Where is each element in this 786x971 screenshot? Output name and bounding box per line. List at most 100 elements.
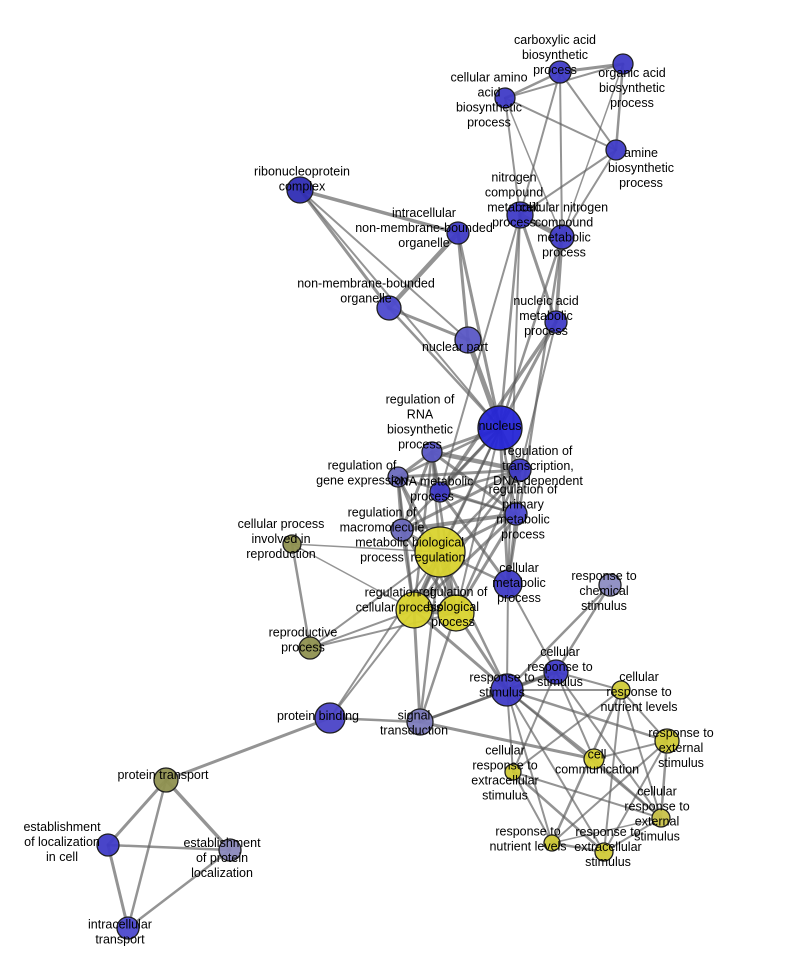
edge-organic-acid-biosynthetic-process--amine-biosynthetic-process [614,62,625,152]
cellular-response-to-nutrient-levels-node[interactable] [611,680,631,700]
establishment-of-protein-localization-node[interactable] [218,838,242,862]
nuclear-part-node[interactable] [454,326,482,354]
edge-regulation-of-primary-metabolic-process--regulation-of-cellular-process [412,512,518,612]
cellular-process-involved-in-reproduction-node[interactable] [282,534,302,554]
edge-non-membrane-bounded-organelle--nuclear-part [387,306,470,342]
rna-metabolic-process-node[interactable] [429,481,451,503]
edge-regulation-of-rna-biosynthetic-process--regulation-of-transcription-dna-dependent [429,449,523,473]
protein-transport-node[interactable] [153,767,179,793]
cell-communication-node[interactable] [583,748,605,770]
edge-regulation-of-cellular-process--protein-binding [329,609,415,719]
edge-intracellular-non-membrane-bounded-organelle--nucleus [456,231,502,430]
cellular-nitrogen-compound-metabolic-process-node[interactable] [549,224,575,250]
edge-cellular-response-to-stimulus--cell-communication [555,671,595,760]
nitrogen-compound-metabolic-process-node[interactable] [506,201,534,229]
biological-regulation-node[interactable] [414,526,466,578]
signal-transduction-node[interactable] [406,708,434,736]
edge-ribonucleoprotein-complex--nuclear-part [299,189,469,341]
edge-regulation-of-cellular-process--response-to-stimulus [412,608,509,692]
intracellular-transport-node[interactable] [116,916,140,940]
nucleus-node[interactable] [477,405,523,451]
edge-cellular-response-to-extracellular-stimulus--response-to-nutrient-levels [512,771,553,844]
edge-establishment-of-localization-in-cell--establishment-of-protein-localization [106,843,232,852]
organic-acid-biosynthetic-process-node[interactable] [612,53,634,75]
edge-response-to-external-stimulus--cellular-response-to-external-stimulus [659,739,669,820]
edge-nitrogen-compound-metabolic-process--nucleic-acid-metabolic-process [518,213,558,324]
cellular-response-to-extracellular-stimulus-node[interactable] [504,763,522,781]
edge-amine-biosynthetic-process--nitrogen-compound-metabolic-process [519,149,617,216]
intracellular-non-membrane-bounded-organelle-node[interactable] [446,221,470,245]
edge-regulation-of-biological-process--reproductive-process [309,612,457,649]
establishment-of-localization-in-cell-node[interactable] [96,833,120,857]
edge-cellular-process-involved-in-reproduction--reproductive-process [290,542,312,650]
response-to-chemical-stimulus-node[interactable] [598,573,622,597]
response-to-external-stimulus-node[interactable] [654,728,680,754]
regulation-of-cellular-process-node[interactable] [395,591,433,629]
edge-intracellular-non-membrane-bounded-organelle--nuclear-part [456,231,470,342]
edge-cellular-response-to-nutrient-levels--cellular-response-to-external-stimulus [620,689,662,819]
edge-regulation-of-transcription-dna-dependent--rna-metabolic-process [438,468,522,494]
edge-regulation-of-rna-biosynthetic-process--regulation-of-macromolecule-metabolic-process [400,450,434,532]
cellular-response-to-stimulus-node[interactable] [543,659,569,685]
edge-protein-transport--establishment-of-protein-localization [164,778,232,852]
edge-cellular-response-to-external-stimulus--response-to-nutrient-levels [551,817,662,844]
edge-biological-regulation--protein-binding [329,551,441,719]
cellular-metabolic-process-node[interactable] [493,569,523,599]
edge-cellular-response-to-extracellular-stimulus--response-to-extracellular-stimulus [511,770,606,854]
reproductive-process-node[interactable] [298,636,322,660]
amine-biosynthetic-process-node[interactable] [605,139,627,161]
ribonucleoprotein-complex-node[interactable] [286,176,314,204]
regulation-of-transcription-dna-dependent-node[interactable] [508,458,532,482]
edge-cellular-response-to-external-stimulus--response-to-extracellular-stimulus [603,817,662,853]
regulation-of-macromolecule-metabolic-process-node[interactable] [390,518,414,542]
edge-nitrogen-compound-metabolic-process--nucleus [498,213,522,430]
edge-rna-metabolic-process--regulation-of-primary-metabolic-process [439,491,517,515]
edge-cellular-response-to-nutrient-levels--cellular-response-to-extracellular-stimulus [512,689,622,773]
edge-regulation-of-biological-process--signal-transduction [418,611,458,724]
nucleic-acid-metabolic-process-node[interactable] [544,310,568,334]
edge-cellular-amino-acid-biosynthetic-process--nitrogen-compound-metabolic-process [504,97,521,216]
cellular-response-to-external-stimulus-node[interactable] [651,808,671,828]
edge-ribonucleoprotein-complex--non-membrane-bounded-organelle [298,188,391,310]
response-to-extracellular-stimulus-node[interactable] [594,842,614,862]
carboxylic-acid-biosynthetic-process-node[interactable] [548,60,572,84]
edge-cellular-response-to-stimulus--response-to-chemical-stimulus [554,583,612,674]
edge-cellular-response-to-stimulus--signal-transduction [418,670,558,724]
edge-cell-communication--signal-transduction [418,720,596,761]
response-to-nutrient-levels-node[interactable] [543,834,561,852]
edge-cellular-nitrogen-compound-metabolic-process--nucleus [498,235,564,430]
protein-binding-node[interactable] [314,702,346,734]
edge-cellular-response-to-stimulus--cellular-response-to-extracellular-stimulus [512,671,557,773]
regulation-of-rna-biosynthetic-process-node[interactable] [421,441,443,463]
edge-carboxylic-acid-biosynthetic-process--nitrogen-compound-metabolic-process [519,71,561,216]
edge-non-membrane-bounded-organelle--nucleus [387,306,502,430]
edge-cellular-response-to-extracellular-stimulus--cellular-response-to-external-stimulus [512,771,662,819]
edge-nucleic-acid-metabolic-process--regulation-of-transcription-dna-dependent [519,321,557,471]
edge-organic-acid-biosynthetic-process--cellular-nitrogen-compound-metabolic-process [561,63,624,238]
edge-biological-regulation--reproductive-process [309,551,441,649]
edge-response-to-stimulus--response-to-extracellular-stimulus [506,689,605,853]
edge-response-to-external-stimulus--response-to-nutrient-levels [551,740,668,844]
edge-regulation-of-primary-metabolic-process--regulation-of-biological-process [454,512,518,615]
non-membrane-bounded-organelle-node[interactable] [376,295,402,321]
edge-ribonucleoprotein-complex--intracellular-non-membrane-bounded-organelle [298,188,460,235]
edge-protein-transport--intracellular-transport [126,778,168,930]
cellular-amino-acid-biosynthetic-process-node[interactable] [494,87,516,109]
edge-protein-transport--establishment-of-localization-in-cell [106,778,168,847]
regulation-of-biological-process-node[interactable] [437,594,475,632]
edge-regulation-of-cellular-process--cellular-process-involved-in-reproduction [291,543,415,611]
edge-intracellular-non-membrane-bounded-organelle--non-membrane-bounded-organelle [386,230,461,311]
edge-cellular-response-to-nutrient-levels--response-to-extracellular-stimulus [603,689,622,853]
edge-establishment-of-protein-localization--intracellular-transport [126,848,232,930]
edge-regulation-of-cellular-process--signal-transduction [412,608,422,724]
response-to-stimulus-node[interactable] [490,673,524,707]
regulation-of-primary-metabolic-process-node[interactable] [504,502,528,526]
regulation-of-gene-expression-node[interactable] [387,466,409,488]
